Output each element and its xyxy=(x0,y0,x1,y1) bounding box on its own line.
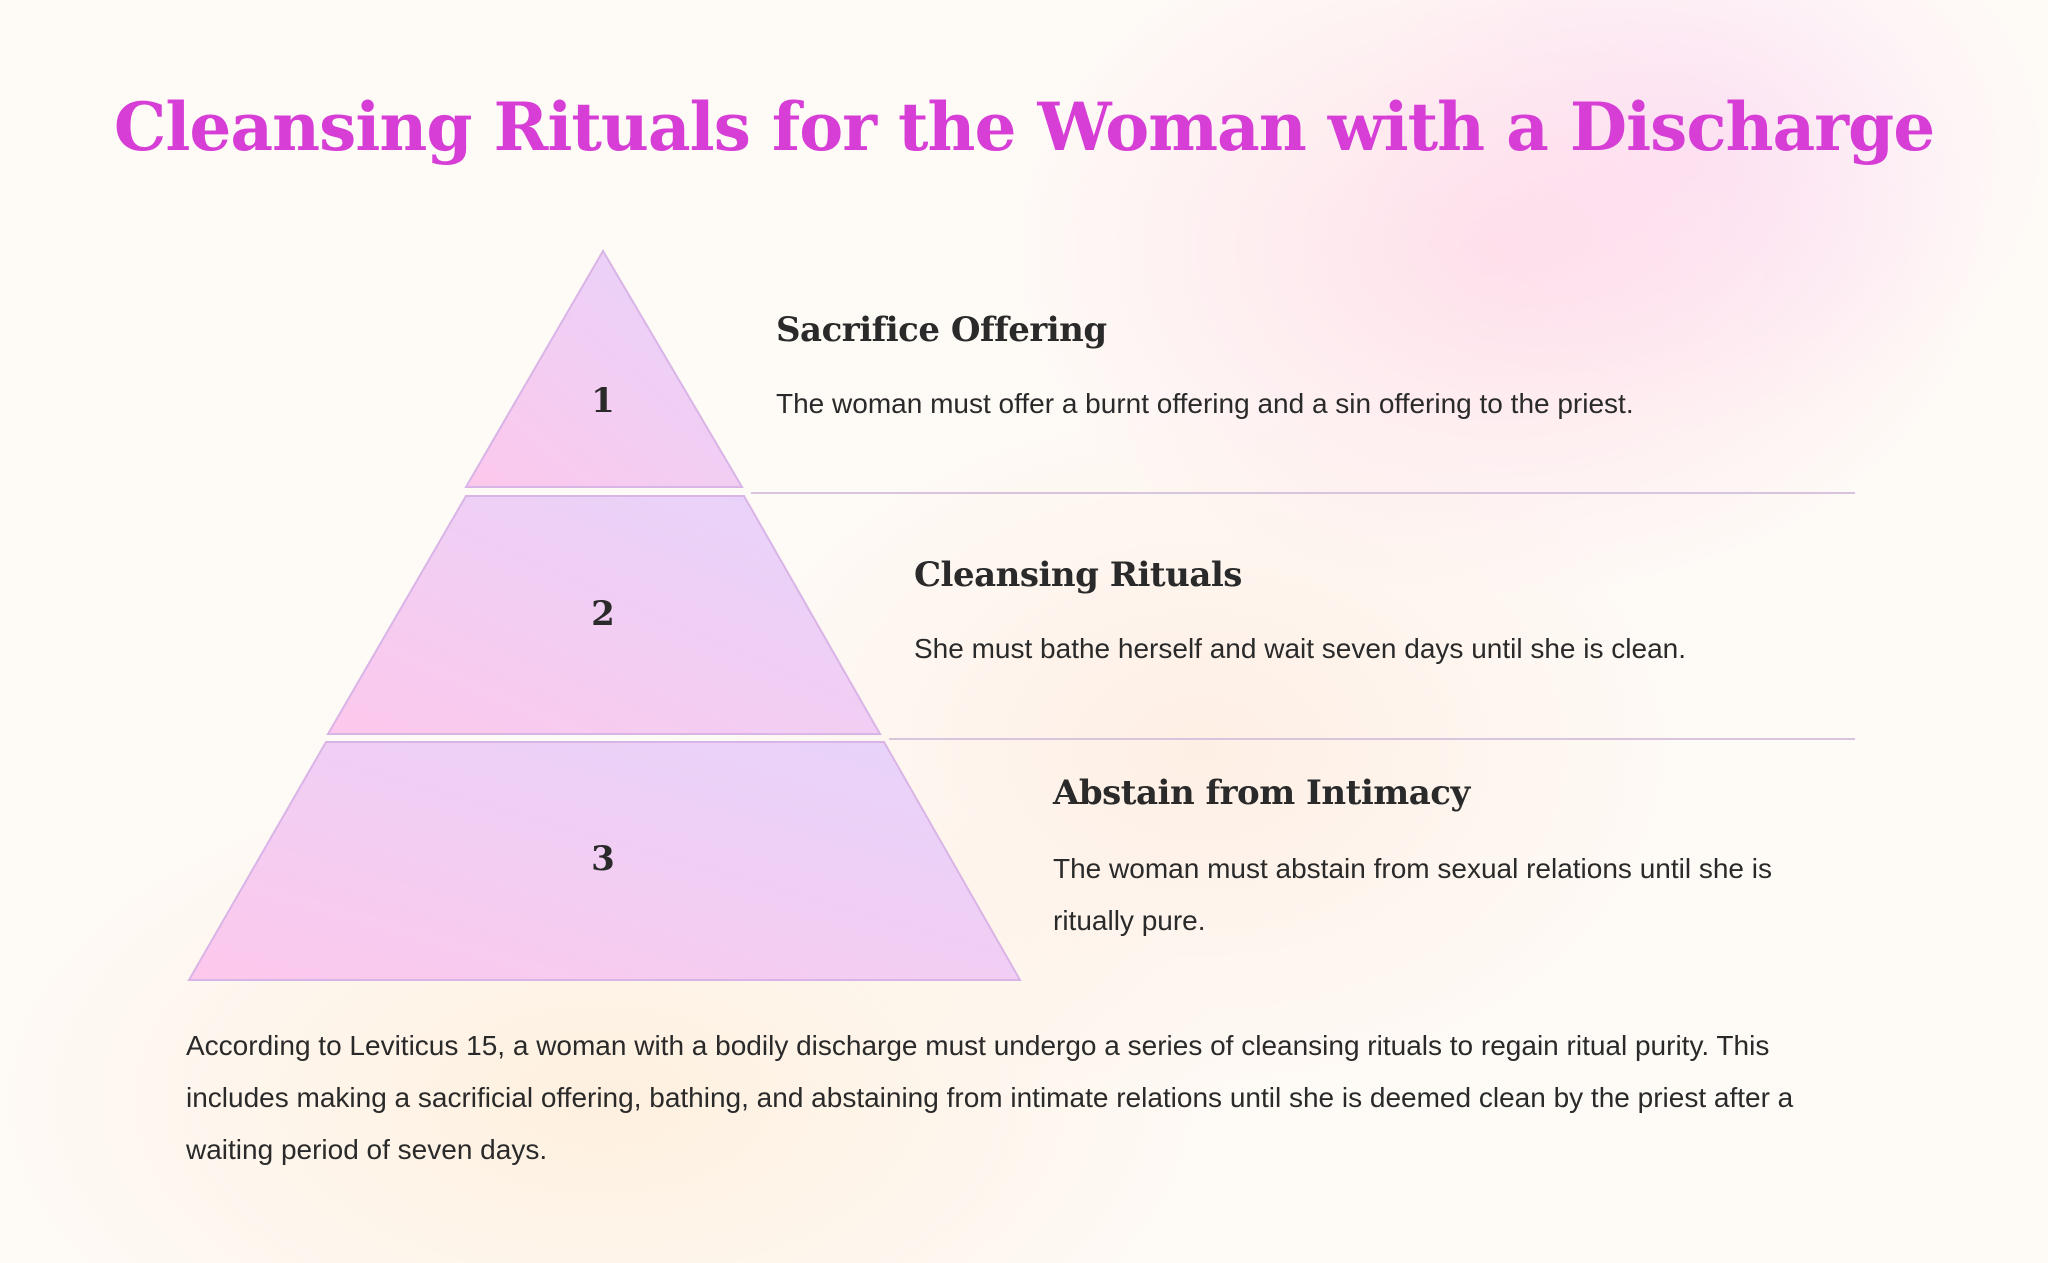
divider xyxy=(889,738,1855,740)
pyramid-tier-2 xyxy=(326,495,882,735)
pyramid-tier-1 xyxy=(464,249,744,488)
tier-heading-2: Cleansing Rituals xyxy=(914,555,1242,595)
tier-description-3: The woman must abstain from sexual relat… xyxy=(1053,853,1772,936)
divider xyxy=(751,492,1855,494)
tier-number-3: 3 xyxy=(591,839,615,879)
page-title: Cleansing Rituals for the Woman with a D… xyxy=(113,88,1935,166)
tier-heading-1: Sacrifice Offering xyxy=(776,310,1107,350)
summary-paragraph: According to Leviticus 15, a woman with … xyxy=(186,1030,1794,1165)
tier-number-1: 1 xyxy=(591,381,615,421)
tier-number-2: 2 xyxy=(591,594,615,634)
tier-description-2: She must bathe herself and wait seven da… xyxy=(914,633,1686,664)
pyramid-tier-3 xyxy=(187,741,1022,981)
tier-description-1: The woman must offer a burnt offering an… xyxy=(776,388,1634,419)
tier-heading-3: Abstain from Intimacy xyxy=(1053,773,1470,813)
